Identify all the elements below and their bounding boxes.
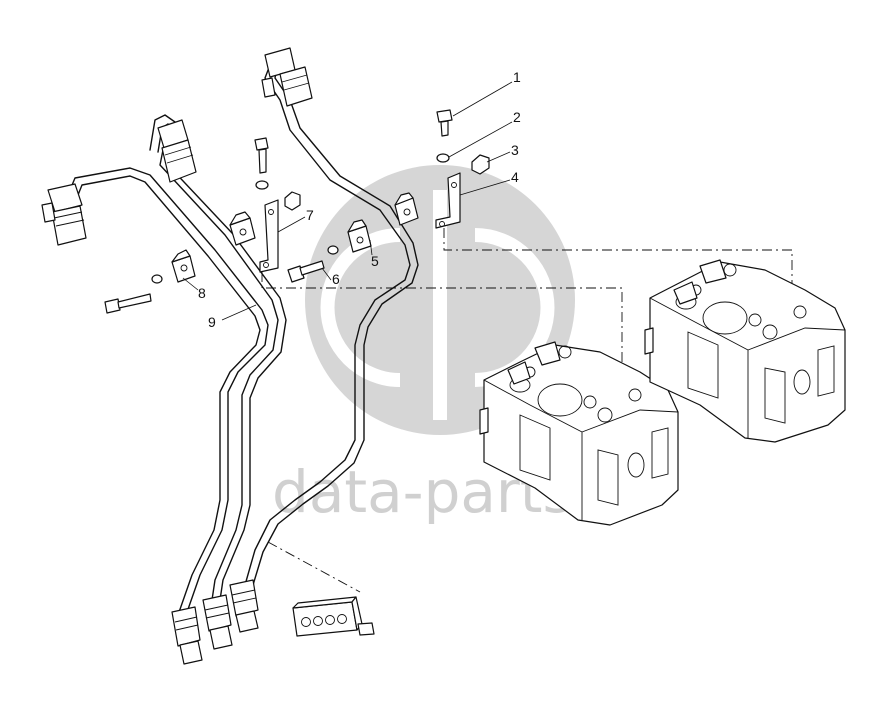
clamp-item-5 [347, 219, 372, 253]
pipe-clamp-block [292, 596, 375, 637]
bolt-top-left [254, 137, 269, 190]
assembly-line-left [261, 272, 623, 378]
washer-item-2 [436, 153, 450, 163]
clamp-right [394, 192, 419, 226]
bolt-item-6 [287, 260, 325, 283]
assembly-line-clamp [267, 541, 361, 593]
injector-nut-right [261, 47, 313, 107]
washer-item-5 [327, 245, 339, 255]
callout-2: 2 [513, 109, 521, 125]
nut-item-7 [284, 191, 301, 211]
assembly-line-right [443, 228, 793, 300]
callout-7: 7 [306, 207, 314, 223]
cylinder-head-rear [644, 259, 846, 443]
injection-pipe-set [69, 61, 419, 616]
callout-4: 4 [511, 169, 519, 185]
pump-fitting-middle [202, 594, 233, 650]
pump-fitting-right [229, 579, 259, 633]
pump-fitting-left [171, 606, 203, 665]
callout-5: 5 [371, 253, 379, 269]
bolt-item-8 [104, 274, 163, 314]
nut-item-3 [471, 154, 490, 175]
clamp-item-8 [171, 249, 196, 283]
clamp-item-7 [229, 211, 256, 246]
cylinder-head-front [479, 341, 679, 526]
bracket-item-7 [259, 199, 279, 273]
callout-8: 8 [198, 285, 206, 301]
bracket-item-4 [435, 172, 461, 229]
bolt-item-1 [436, 109, 453, 137]
callout-9: 9 [208, 314, 216, 330]
injector-nut-middle [157, 119, 197, 183]
leader-lines [182, 81, 513, 321]
callout-3: 3 [511, 142, 519, 158]
callout-1: 1 [513, 69, 521, 85]
injector-nut-left [41, 183, 87, 246]
callout-6: 6 [332, 271, 340, 287]
